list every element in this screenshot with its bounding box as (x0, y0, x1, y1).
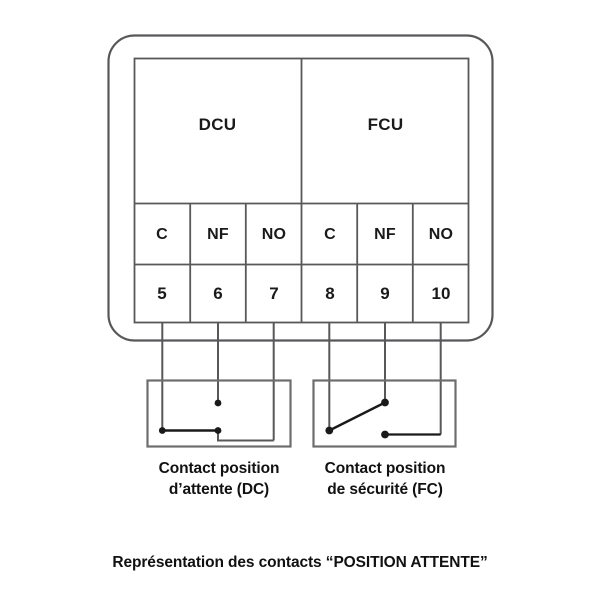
terminal-number-5: 5 (157, 284, 167, 303)
fc-contact-box (312, 379, 457, 448)
dc-contact-box (146, 379, 292, 448)
contact-type-nf-fcu: NF (374, 226, 396, 243)
unit-label-fcu: FCU (367, 115, 404, 134)
terminal-number-9: 9 (380, 284, 390, 303)
fc-caption-line-1: Contact position (324, 460, 446, 477)
fc-terminal-dot-9 (381, 398, 389, 407)
contact-type-nf-dcu: NF (207, 226, 229, 243)
dc-caption-line-1: Contact position (158, 460, 280, 477)
dc-terminal-dot-5 (158, 427, 166, 434)
contact-type-c-fcu: C (324, 226, 336, 243)
fc-caption-line-2: de sécurité (FC) (327, 480, 443, 498)
dc-caption-line-2: d’attente (DC) (168, 480, 270, 498)
unit-label-dcu: DCU (198, 115, 237, 134)
dc-no-return-wire (217, 430, 274, 442)
figure-caption: Représentation des contacts “POSITION AT… (112, 554, 488, 571)
fc-terminal-dot-8 (325, 426, 334, 435)
terminal-number-10: 10 (431, 284, 451, 303)
dc-terminal-dot-6-upper (214, 399, 222, 407)
contact-type-no-dcu: NO (261, 226, 287, 243)
dc-contact-caption: Contact position d’attente (DC) (136, 459, 302, 501)
contact-type-c-dcu: C (156, 226, 168, 243)
fc-switch-blade (328, 401, 386, 432)
fc-terminal-dot-10 (381, 430, 389, 439)
terminal-number-6: 6 (213, 284, 223, 303)
terminal-number-7: 7 (269, 284, 279, 303)
contact-type-no-fcu: NO (428, 226, 454, 243)
dc-terminal-dot-6-lower (214, 427, 222, 434)
terminal-number-8: 8 (325, 284, 335, 303)
device-enclosure-outline (107, 34, 494, 342)
fc-contact-caption: Contact position de sécurité (FC) (302, 459, 468, 501)
